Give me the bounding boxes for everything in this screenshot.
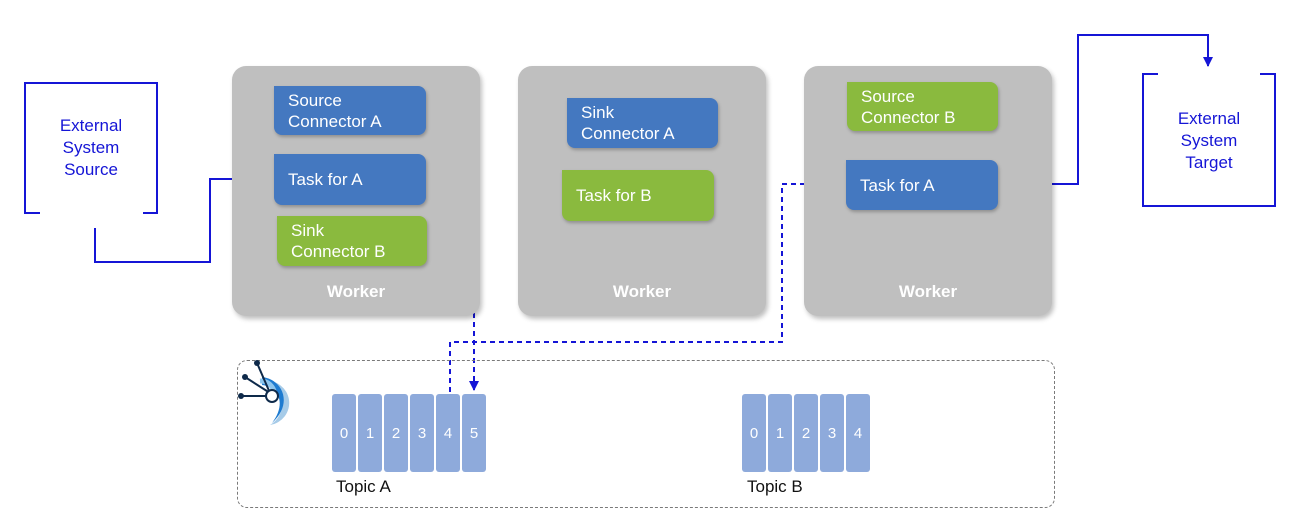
sink-connector-b: Sink Connector B: [277, 216, 427, 266]
source-connector-b: Source Connector B: [847, 82, 998, 131]
task-for-b: Task for B: [562, 170, 714, 221]
source-connector-a: Source Connector A: [274, 86, 426, 135]
task-for-a-worker-1: Task for A: [274, 154, 426, 205]
topic-b-label: Topic B: [747, 477, 803, 496]
source-to-task-arrow: [94, 174, 273, 263]
worker-label: Worker: [326, 282, 386, 301]
topic-a-partition-5: 5: [462, 394, 486, 472]
task-for-a-worker-3: Task for A: [846, 160, 998, 210]
topic-b-partition-0: 0: [742, 394, 766, 472]
kafka-logo-icon: [238, 360, 290, 425]
topic-a-partition-2: 2: [384, 394, 408, 472]
topic-a-partition-0: 0: [332, 394, 356, 472]
topic-b-partition-1: 1: [768, 394, 792, 472]
topic-a-to-task-arrow: [449, 179, 845, 392]
worker-label: Worker: [612, 282, 672, 301]
external-target-bracket: [1142, 73, 1276, 207]
sink-connector-a: Sink Connector A: [567, 98, 718, 148]
topic-b-partition-3: 3: [820, 394, 844, 472]
topic-a-label: Topic A: [336, 477, 391, 496]
external-system-target: External System Target: [1177, 109, 1241, 172]
topic-b-partition-2: 2: [794, 394, 818, 472]
topic-a-partition-4: 4: [436, 394, 460, 472]
kafka-cluster: [237, 360, 1055, 508]
worker-label: Worker: [898, 282, 958, 301]
external-source-bracket: [24, 82, 158, 214]
topic-b-partition-4: 4: [846, 394, 870, 472]
external-system-source: External System Source: [59, 116, 123, 179]
topic-a-partition-1: 1: [358, 394, 382, 472]
topic-a-partition-3: 3: [410, 394, 434, 472]
